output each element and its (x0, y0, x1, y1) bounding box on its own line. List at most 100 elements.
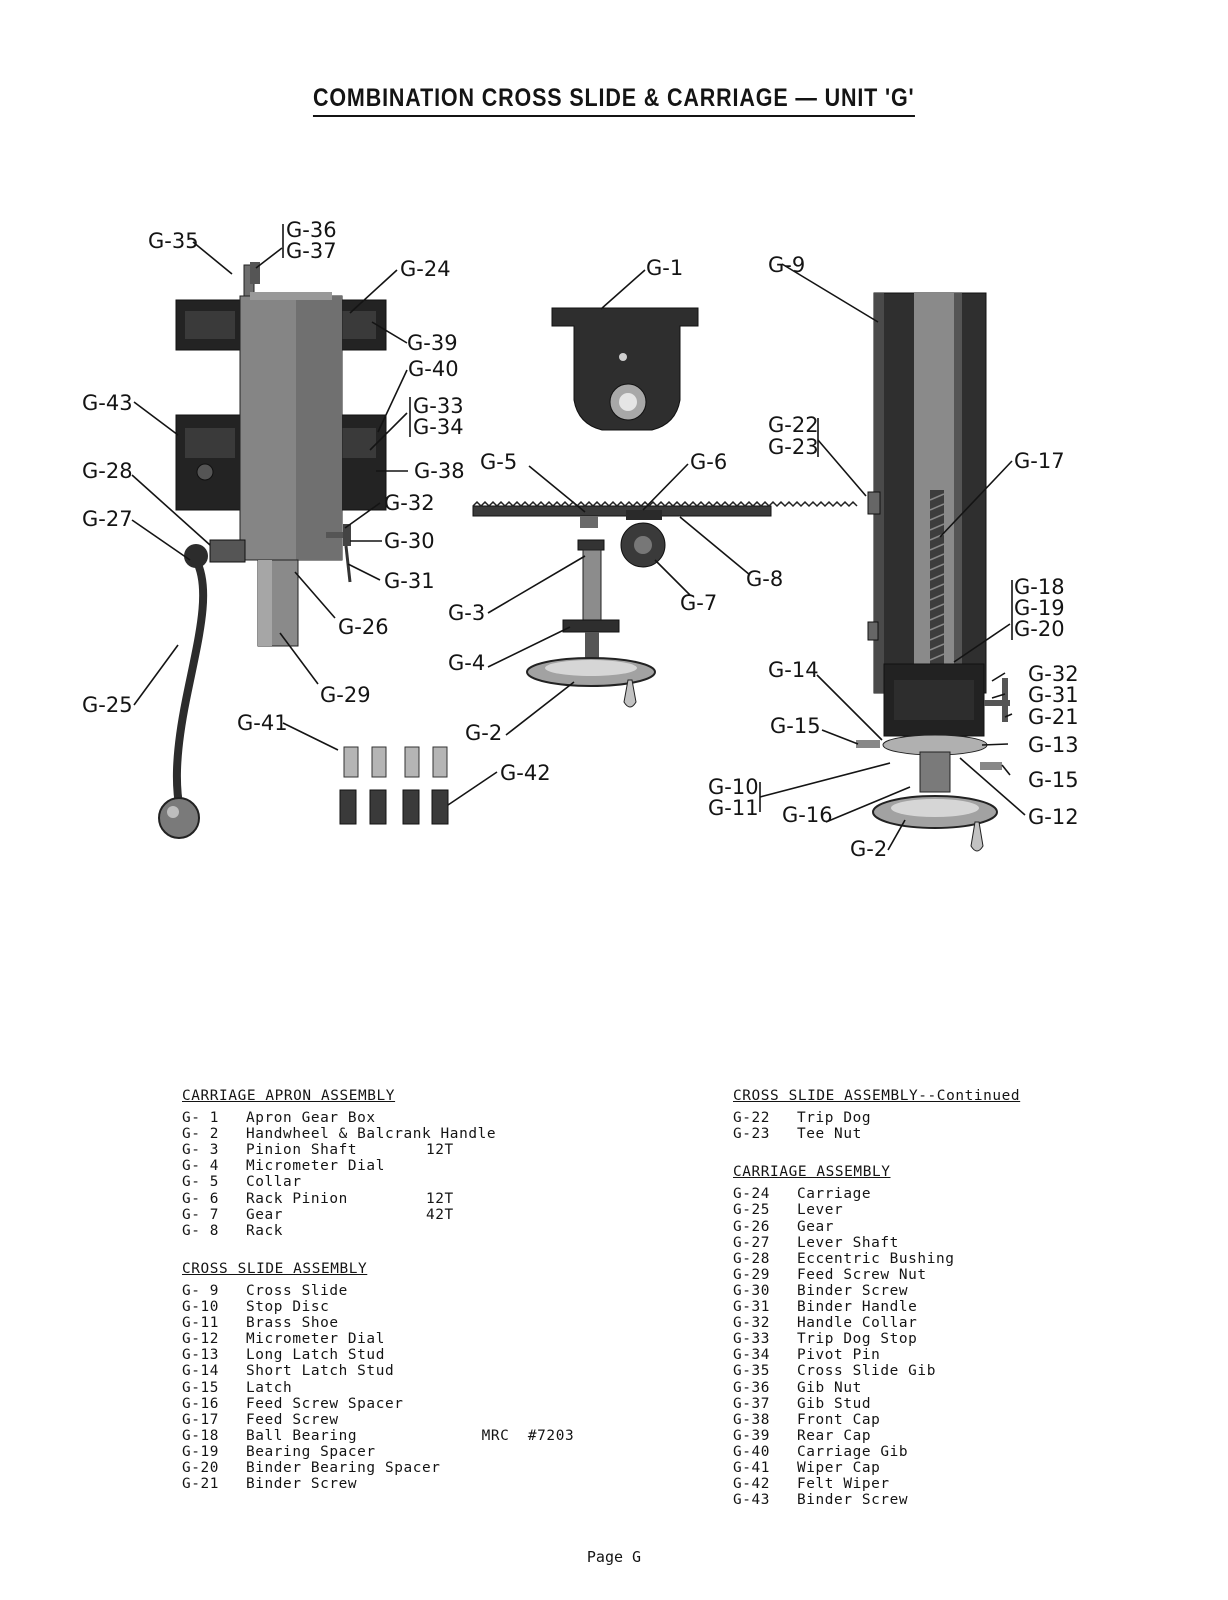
part-row: G-23 Tee Nut (733, 1126, 1020, 1142)
callout-g15-right: G-15 (1028, 768, 1079, 792)
part-name: Carriage (797, 1186, 872, 1203)
section-heading: CARRIAGE ASSEMBLY (733, 1164, 891, 1181)
part-code: G-23 (733, 1126, 771, 1143)
part-name: Tee Nut (797, 1126, 862, 1143)
part-code: G- 3 (182, 1142, 220, 1159)
part-name: Front Cap (797, 1411, 881, 1428)
part-row: G-22 Trip Dog (733, 1110, 1020, 1126)
part-name: Carriage Gib (797, 1443, 909, 1460)
callout-g6: G-6 (690, 450, 727, 474)
part-code: G-37 (733, 1395, 771, 1412)
leader-lines (131, 224, 1026, 851)
part-name: Gear (797, 1218, 835, 1235)
callout-g28: G-28 (82, 459, 133, 483)
part-name: Bearing Spacer (246, 1443, 376, 1460)
callout-g35: G-35 (148, 229, 199, 253)
part-name: Handle Collar (797, 1315, 918, 1332)
callout-g31-slide: G-31 (1028, 683, 1079, 707)
callout-g42: G-42 (500, 761, 551, 785)
part-name: Rack Pinion (246, 1190, 348, 1207)
part-code: G-40 (733, 1443, 771, 1460)
part-name: Short Latch Stud (246, 1363, 395, 1380)
part-code: G-22 (733, 1110, 771, 1127)
part-code: G-43 (733, 1492, 771, 1509)
callout-g9: G-9 (768, 253, 805, 277)
part-name: Wiper Cap (797, 1459, 881, 1476)
part-code: G-15 (182, 1379, 220, 1396)
callout-g13: G-13 (1028, 733, 1079, 757)
gear-train-figure (472, 500, 858, 708)
part-name: Micrometer Dial (246, 1158, 385, 1175)
wiper-caps-figure (339, 746, 449, 825)
part-name: Handwheel & Balcrank Handle (246, 1126, 497, 1143)
callout-g27: G-27 (82, 507, 133, 531)
section-heading: CARRIAGE APRON ASSEMBLY (182, 1088, 396, 1104)
part-row: G-34 Pivot Pin (733, 1347, 1020, 1363)
part-name: Binder Bearing Spacer (246, 1459, 441, 1476)
part-code: G-34 (733, 1347, 771, 1364)
page-label: Page G (586, 1548, 642, 1566)
part-code: G-26 (733, 1218, 771, 1235)
callout-g19: G-19 (1014, 596, 1065, 620)
section-gap (733, 1142, 1020, 1164)
part-name: Binder Screw (797, 1282, 909, 1299)
part-name: Rear Cap (797, 1427, 872, 1444)
part-code: G-25 (733, 1202, 771, 1219)
part-name: Micrometer Dial (246, 1331, 385, 1348)
callout-g30: G-30 (384, 529, 435, 553)
callout-g40: G-40 (408, 357, 459, 381)
part-code: G- 8 (182, 1222, 220, 1239)
callout-g43: G-43 (82, 391, 133, 415)
callout-g22: G-22 (768, 413, 819, 437)
part-name: Stop Disc (246, 1299, 330, 1316)
callout-g20: G-20 (1014, 617, 1065, 641)
part-code: G-19 (182, 1443, 220, 1460)
part-row: G-19 Bearing Spacer (182, 1444, 574, 1460)
part-name: Eccentric Bushing (797, 1250, 955, 1267)
part-code: G-18 (182, 1427, 220, 1444)
callout-g5: G-5 (480, 450, 517, 474)
callout-g38: G-38 (414, 459, 465, 483)
part-name: Brass Shoe (246, 1315, 339, 1332)
part-extra: 12T (426, 1142, 454, 1159)
part-row: G-40 Carriage Gib (733, 1444, 1020, 1460)
part-code: G-36 (733, 1379, 771, 1396)
apron-gearbox-figure (551, 307, 699, 431)
carriage-assembly-figure (158, 262, 387, 839)
section-heading: CROSS SLIDE ASSEMBLY (182, 1260, 368, 1277)
part-name: Trip Dog (797, 1110, 872, 1127)
part-row: G-13 Long Latch Stud (182, 1347, 574, 1363)
part-name: Feed Screw (246, 1411, 339, 1428)
part-name: Pivot Pin (797, 1347, 881, 1364)
part-code: G-38 (733, 1411, 771, 1428)
callout-g34: G-34 (413, 415, 464, 439)
part-name: Long Latch Stud (246, 1347, 385, 1364)
part-code: G- 9 (182, 1282, 220, 1299)
callout-g4: G-4 (448, 651, 485, 675)
part-code: G-41 (733, 1459, 771, 1476)
part-extra: 42T (426, 1206, 454, 1223)
part-code: G-17 (182, 1411, 220, 1428)
part-name: Latch (246, 1379, 293, 1396)
part-code: G- 7 (182, 1206, 220, 1223)
part-name: Felt Wiper (797, 1476, 890, 1493)
part-extra: MRC #7203 (426, 1427, 575, 1444)
part-row: G-41 Wiper Cap (733, 1460, 1020, 1476)
callout-g26: G-26 (338, 615, 389, 639)
part-code: G-13 (182, 1347, 220, 1364)
part-code: G-16 (182, 1395, 220, 1412)
part-code: G-31 (733, 1299, 771, 1316)
